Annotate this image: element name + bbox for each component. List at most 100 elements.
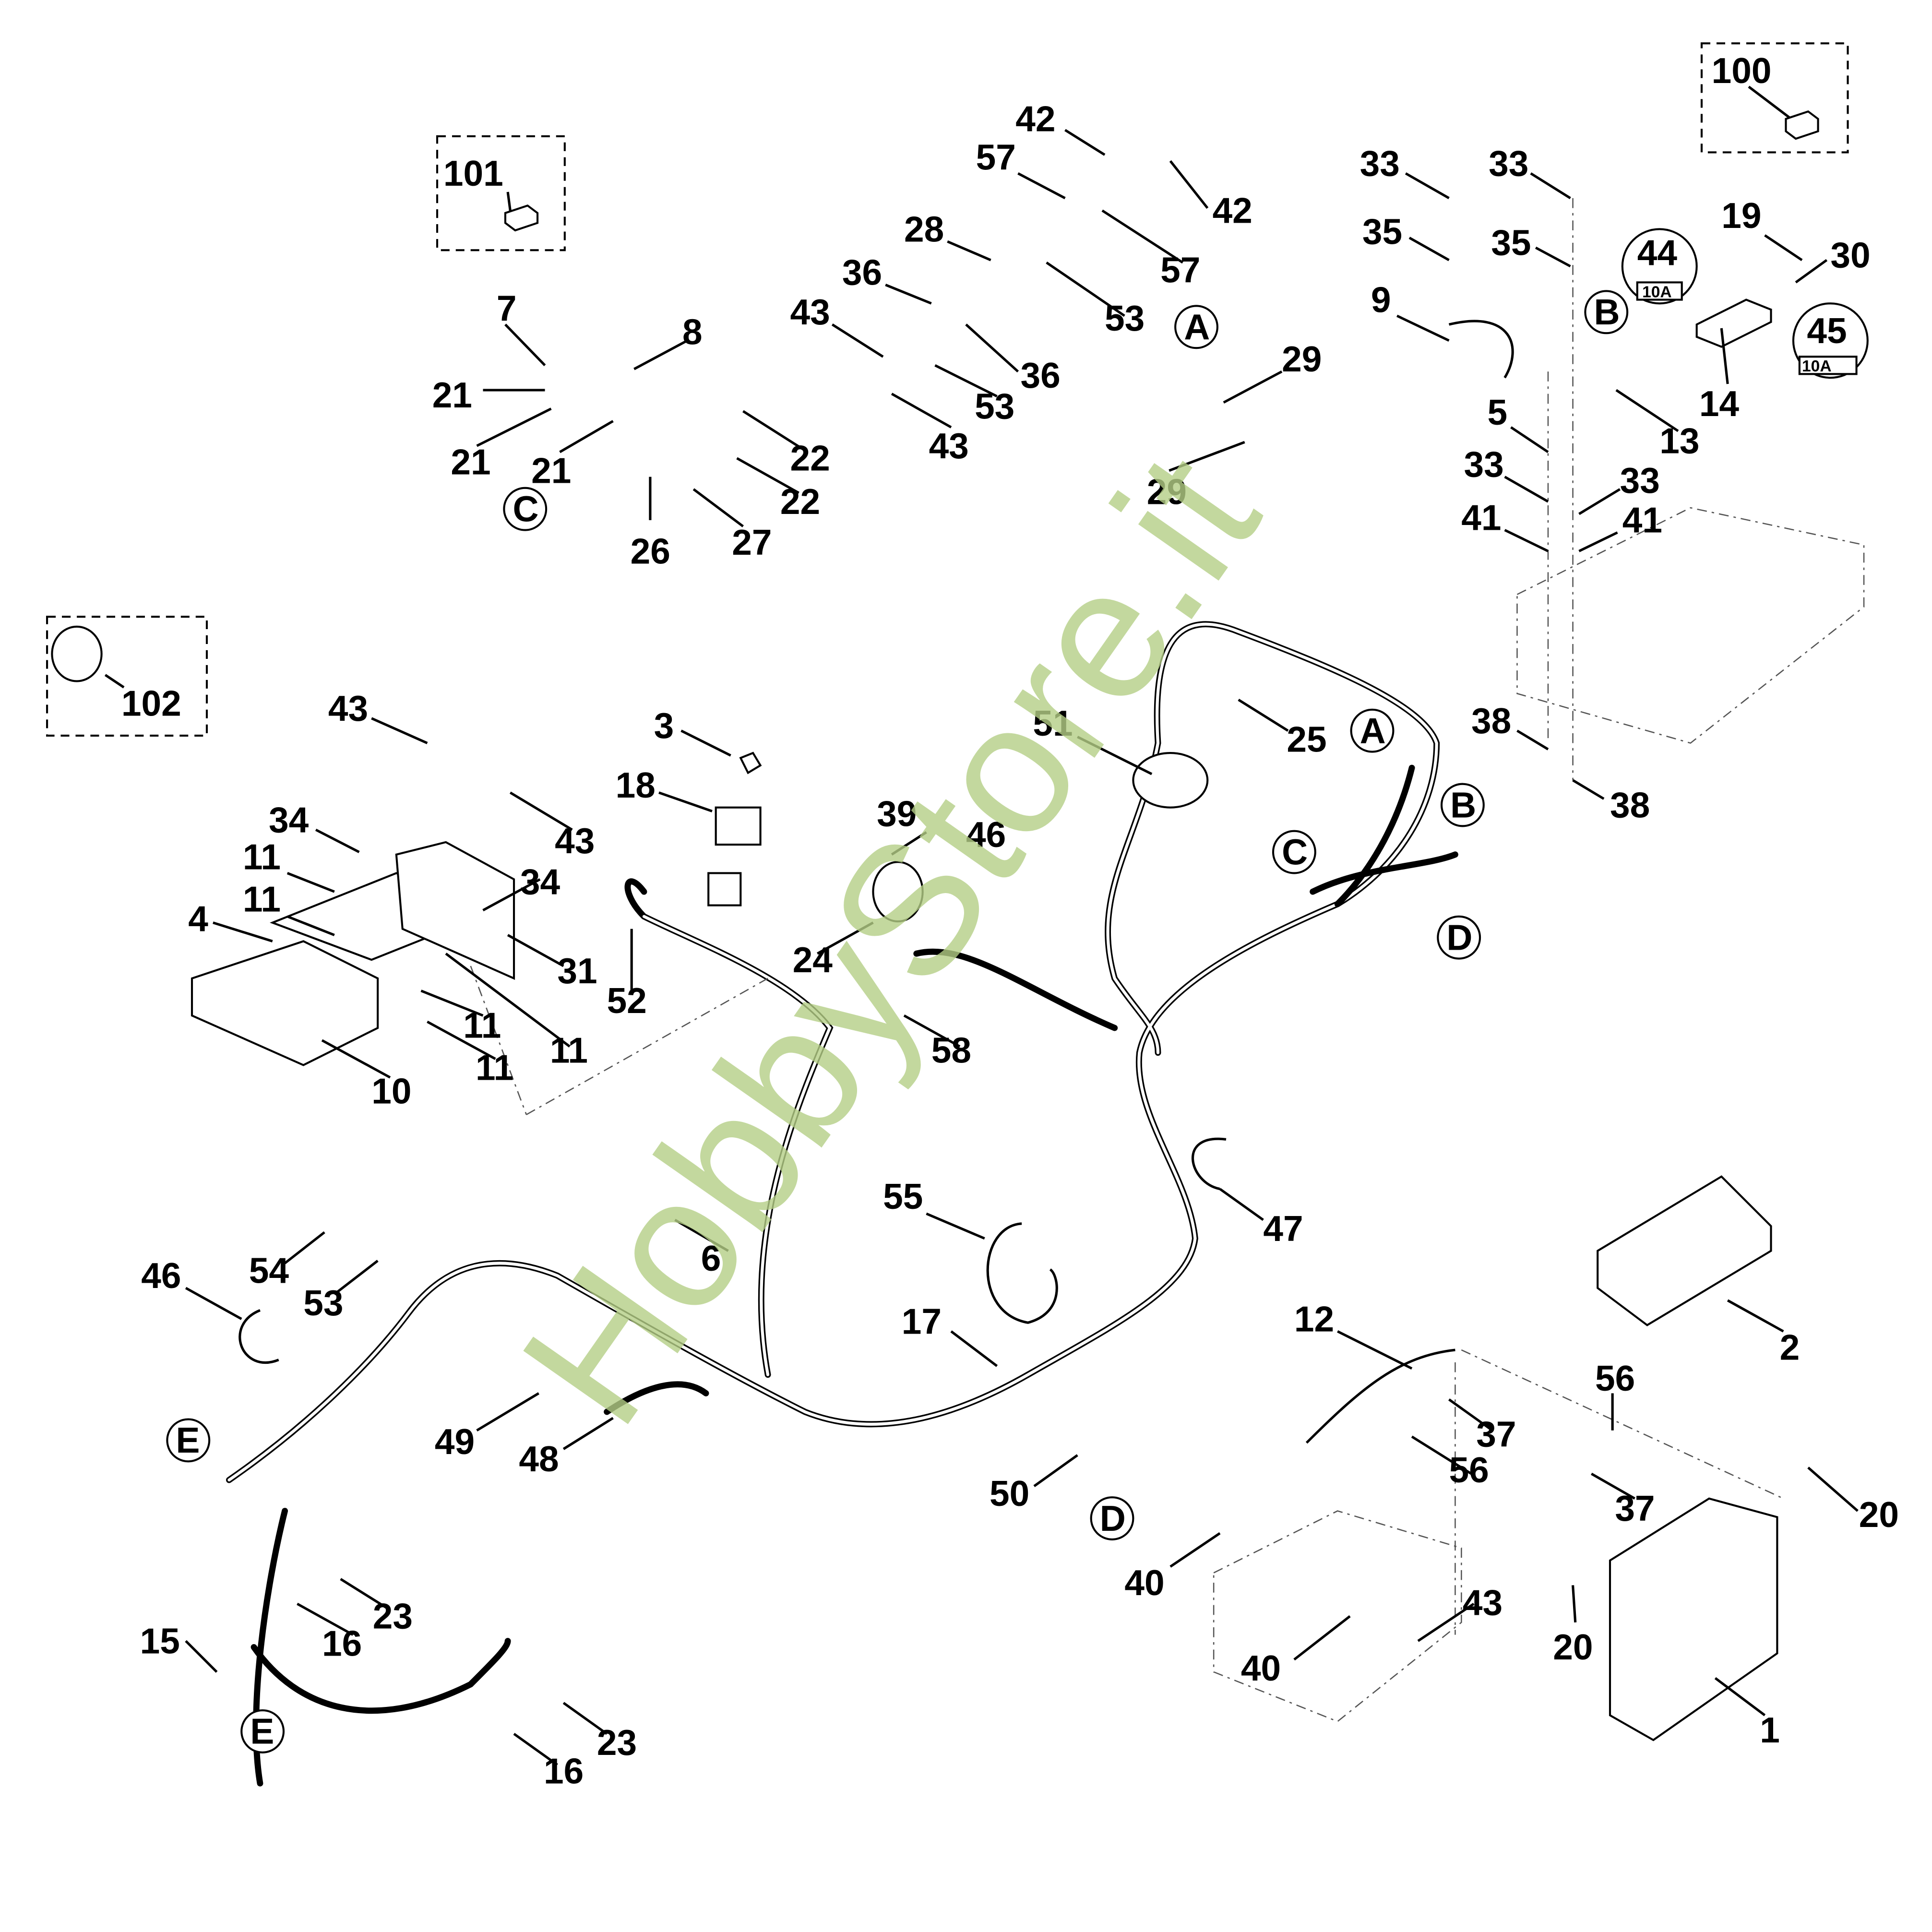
part-label: 37: [1615, 1488, 1655, 1528]
part-label: 42: [1015, 99, 1055, 139]
gauge-icon: [51, 625, 103, 682]
callout-e: E: [176, 1420, 200, 1460]
relay-icon: [504, 204, 539, 232]
part-label: 45: [1807, 310, 1847, 351]
part-label: 53: [1105, 298, 1145, 338]
part-label: 33: [1464, 444, 1503, 485]
part-label: 29: [1147, 471, 1187, 512]
part-label: 26: [631, 531, 670, 571]
part-label: 57: [1160, 250, 1200, 290]
cover-10: [191, 940, 379, 1066]
option-box-102: [46, 616, 208, 737]
ignition-switch-18: [707, 806, 762, 906]
part-label: 40: [1124, 1562, 1164, 1603]
part-label: 100: [1712, 50, 1772, 91]
part-label: 51: [1033, 703, 1073, 743]
battery-cover-2: [1597, 1175, 1772, 1326]
part-label: 20: [1859, 1494, 1899, 1535]
part-label: 58: [931, 1030, 971, 1070]
part-label: 35: [1491, 223, 1531, 263]
part-label: 53: [303, 1283, 343, 1323]
part-label: 43: [790, 292, 830, 332]
part-label: 8: [682, 311, 703, 352]
callout-b: B: [1450, 785, 1476, 825]
part-label: 3: [654, 705, 674, 746]
part-label: 7: [497, 288, 517, 328]
cable-9: [1448, 320, 1514, 379]
part-label: 54: [249, 1251, 289, 1291]
part-label: 40: [1241, 1648, 1281, 1688]
part-label: 36: [842, 252, 882, 293]
battery-1: [1609, 1497, 1778, 1741]
part-labels: 100 101 102 42 42 57 57 28 36 36 43 43 5…: [121, 50, 1899, 1791]
callout-a: A: [1184, 307, 1210, 347]
part-label: 22: [780, 481, 820, 522]
part-label: 18: [616, 765, 656, 805]
part-label: 11: [243, 837, 281, 877]
battery-tray: [1516, 507, 1865, 744]
callout-e: E: [250, 1711, 274, 1752]
part-label: 43: [555, 821, 595, 861]
fuse-44-rating-box: [1636, 281, 1683, 301]
part-label: 34: [269, 799, 309, 840]
part-label: 56: [1595, 1358, 1635, 1398]
part-label: 4: [188, 899, 208, 939]
part-label: 43: [929, 426, 969, 466]
clip-46: [239, 1309, 279, 1364]
part-label: 36: [1021, 355, 1061, 395]
part-label: 30: [1830, 235, 1870, 275]
callout-d: D: [1446, 917, 1472, 957]
hour-meter-24: [872, 861, 924, 923]
fuse-44-rating: 10A: [1642, 283, 1672, 301]
part-label: 21: [531, 450, 571, 490]
fuse-45-rating-box: [1798, 356, 1858, 375]
part-label: 23: [597, 1722, 637, 1763]
part-label: 34: [520, 861, 561, 902]
relay-icon: [1785, 110, 1819, 140]
part-label: 29: [1282, 339, 1322, 379]
part-label: 10: [371, 1071, 411, 1111]
part-label: 33: [1489, 143, 1528, 183]
part-label: 33: [1620, 460, 1660, 501]
part-label: 38: [1471, 701, 1511, 741]
part-label: 41: [1461, 498, 1501, 538]
callouts: A C B A B C D E D E: [166, 290, 1629, 1753]
part-label: 44: [1637, 232, 1678, 273]
part-label: 28: [904, 209, 944, 249]
part-label: 33: [1360, 143, 1400, 183]
callout-b: B: [1594, 292, 1620, 332]
part-label: 49: [435, 1421, 475, 1462]
clip-47: [1191, 1137, 1227, 1191]
clip-55: [986, 1222, 1058, 1324]
part-label: 21: [432, 375, 472, 415]
part-label: 1: [1760, 1710, 1780, 1750]
part-label: 31: [557, 951, 597, 991]
watermark: HobbyStore.it: [482, 418, 1299, 1460]
mount-frame: [1213, 1510, 1462, 1722]
bracket-31: [395, 841, 515, 980]
part-label: 11: [463, 1005, 501, 1046]
callout-d: D: [1100, 1498, 1126, 1538]
part-label: 13: [1659, 421, 1699, 461]
part-label: 5: [1488, 392, 1508, 432]
leader-lines: [104, 85, 1859, 1766]
part-label: 27: [732, 522, 772, 562]
part-label: 21: [451, 441, 490, 482]
part-label: 16: [544, 1751, 584, 1791]
horn-51: [1132, 752, 1209, 809]
option-box-100: [1700, 42, 1849, 154]
fuse-45-rating: 10A: [1802, 358, 1832, 375]
part-label: 17: [902, 1301, 942, 1341]
part-label: 25: [1287, 719, 1326, 760]
part-label: 38: [1610, 785, 1650, 825]
part-label: 39: [877, 793, 917, 834]
option-box-101: [436, 135, 566, 251]
part-label: 57: [976, 137, 1016, 178]
part-label: 9: [1371, 279, 1391, 320]
part-label: 101: [443, 153, 503, 193]
part-label: 12: [1294, 1299, 1334, 1339]
part-label: 56: [1449, 1450, 1489, 1490]
dashed-leaders: [470, 198, 1784, 1635]
part-label: 37: [1476, 1414, 1516, 1454]
